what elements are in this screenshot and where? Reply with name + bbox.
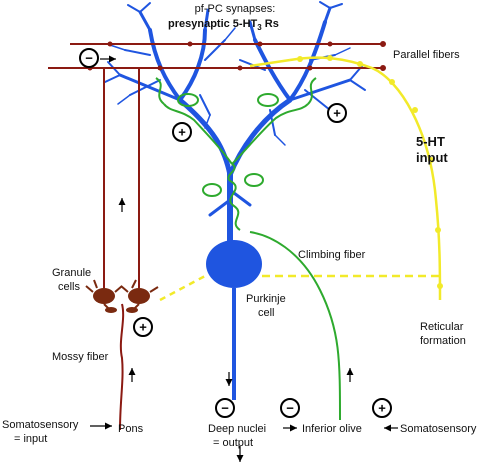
label-pons: Pons bbox=[118, 423, 144, 435]
label-5ht-line1: 5-HT bbox=[416, 134, 445, 149]
label-granule-line2: cells bbox=[58, 281, 81, 293]
svg-text:+: + bbox=[333, 106, 341, 121]
label-mossy-fiber: Mossy fiber bbox=[52, 351, 109, 363]
label-climbing-fiber: Climbing fiber bbox=[298, 249, 366, 261]
svg-text:−: − bbox=[85, 51, 93, 66]
svg-text:+: + bbox=[378, 401, 386, 416]
sign-plus-somatosensory: + bbox=[372, 398, 392, 418]
title-line1: pf-PC synapses: bbox=[195, 3, 276, 15]
sign-plus-mossy: + bbox=[133, 317, 153, 337]
label-5ht-line2: input bbox=[416, 150, 448, 165]
title-line2: presynaptic 5-HT3 Rs bbox=[168, 18, 279, 32]
label-reticular-line1: Reticular bbox=[420, 321, 464, 333]
climbing-fiber bbox=[155, 77, 341, 421]
label-somatosensory-left-line2: = input bbox=[14, 433, 47, 445]
sign-plus-parallel: − bbox=[79, 48, 99, 68]
label-somatosensory-right: Somatosensory bbox=[400, 423, 477, 435]
svg-text:−: − bbox=[221, 401, 229, 416]
svg-text:+: + bbox=[139, 320, 147, 335]
purkinje-soma bbox=[206, 240, 262, 288]
label-parallel-fibers: Parallel fibers bbox=[393, 49, 460, 61]
label-somatosensory-left-line1: Somatosensory bbox=[2, 419, 79, 431]
sign-minus-deep-nuclei: − bbox=[215, 398, 235, 418]
sign-plus-left: + bbox=[172, 122, 192, 142]
svg-text:−: − bbox=[286, 401, 294, 416]
sign-minus-olive: − bbox=[280, 398, 300, 418]
granule-axons bbox=[103, 68, 140, 288]
flow-arrows bbox=[90, 55, 398, 462]
label-deep-nuclei-line2: = output bbox=[213, 437, 253, 449]
label-inferior-olive: Inferior olive bbox=[302, 423, 362, 435]
label-purkinje-line1: Purkinje bbox=[246, 293, 286, 305]
mossy-fiber bbox=[119, 303, 125, 431]
svg-text:+: + bbox=[178, 125, 186, 140]
sign-plus-right: + bbox=[327, 103, 347, 123]
purkinje-dendrites bbox=[104, 1, 366, 253]
serotonergic-fibers bbox=[159, 56, 442, 302]
label-deep-nuclei-line1: Deep nuclei bbox=[208, 423, 266, 435]
label-purkinje-line2: cell bbox=[258, 307, 275, 319]
granule-cells bbox=[85, 279, 159, 313]
label-reticular-line2: formation bbox=[420, 335, 466, 347]
label-granule-line1: Granule bbox=[52, 267, 91, 279]
